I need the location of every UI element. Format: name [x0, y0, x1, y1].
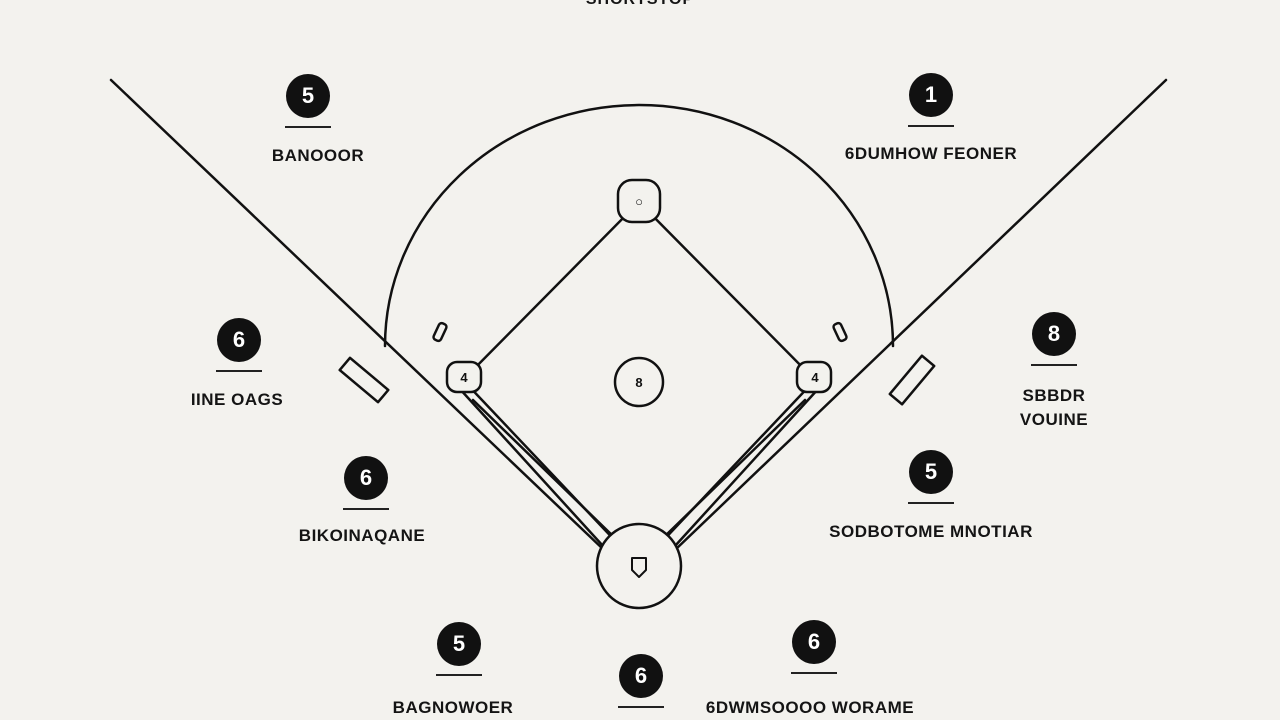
position-label: SBBDR VOUINE — [1019, 386, 1089, 429]
third-base-label: 4 — [460, 370, 468, 385]
position-label: BAGNOWOER — [392, 698, 514, 717]
marker-rule — [908, 125, 954, 127]
number-badge: 6 — [792, 620, 836, 664]
marker-rule — [285, 126, 331, 128]
third-base — [445, 360, 483, 394]
dugout-left — [338, 356, 390, 404]
second-base — [616, 178, 662, 224]
basepath-first-second — [637, 200, 817, 382]
position-label: BANOOOR — [271, 146, 365, 165]
number-badge: 1 — [909, 73, 953, 117]
position-label: 6DUMHOW FEONER — [844, 144, 1018, 163]
home-plate-circle — [595, 522, 683, 610]
baseline-left-inner — [471, 398, 617, 540]
baseline-left-outer — [457, 386, 605, 548]
right-foul-line — [673, 78, 1168, 552]
dugout-right — [888, 354, 936, 406]
position-label: SODBOTOME MNOTIAR — [829, 522, 1033, 541]
marker-rule — [618, 706, 664, 708]
marker-rule — [908, 502, 954, 504]
second-base-label: ○ — [635, 194, 643, 209]
number-badge: 8 — [1032, 312, 1076, 356]
pitcher-mound — [613, 356, 665, 408]
foul-marker-left — [432, 321, 448, 343]
first-base-label: 4 — [811, 370, 819, 385]
marker-rule — [216, 370, 262, 372]
number-badge: 5 — [909, 450, 953, 494]
diagram-title: SHORTSTOP — [0, 0, 1280, 9]
left-foul-line — [109, 78, 606, 552]
marker-rule — [791, 672, 837, 674]
marker-rule — [343, 508, 389, 510]
marker-rule — [1031, 364, 1077, 366]
foul-marker-right — [832, 321, 848, 343]
position-label: BIKOINAQANE — [298, 526, 426, 545]
baseline-right-inner — [661, 398, 807, 540]
home-plate-icon — [631, 557, 647, 578]
marker-2: 1 — [851, 73, 1011, 127]
marker-4: 8 — [974, 312, 1134, 366]
marker-9: 6 — [734, 620, 894, 674]
number-badge: 6 — [217, 318, 261, 362]
marker-1: 5 — [228, 74, 388, 128]
basepath-third-second — [461, 200, 641, 382]
position-label: IINE OAGS — [190, 390, 284, 409]
first-base — [795, 360, 833, 394]
marker-5: 6 — [286, 456, 446, 510]
marker-3: 6 — [159, 318, 319, 372]
number-badge: 6 — [344, 456, 388, 500]
marker-6: 5 — [851, 450, 1011, 504]
marker-7: 5 — [379, 622, 539, 676]
position-label: 6DWMSOOOO WORAME — [705, 698, 915, 717]
mound-label: 8 — [635, 375, 642, 390]
marker-8: 6 — [561, 654, 721, 708]
baseline-right-outer — [673, 386, 821, 548]
number-badge: 6 — [619, 654, 663, 698]
marker-rule — [436, 674, 482, 676]
number-badge: 5 — [437, 622, 481, 666]
outfield-arc — [383, 103, 895, 348]
number-badge: 5 — [286, 74, 330, 118]
